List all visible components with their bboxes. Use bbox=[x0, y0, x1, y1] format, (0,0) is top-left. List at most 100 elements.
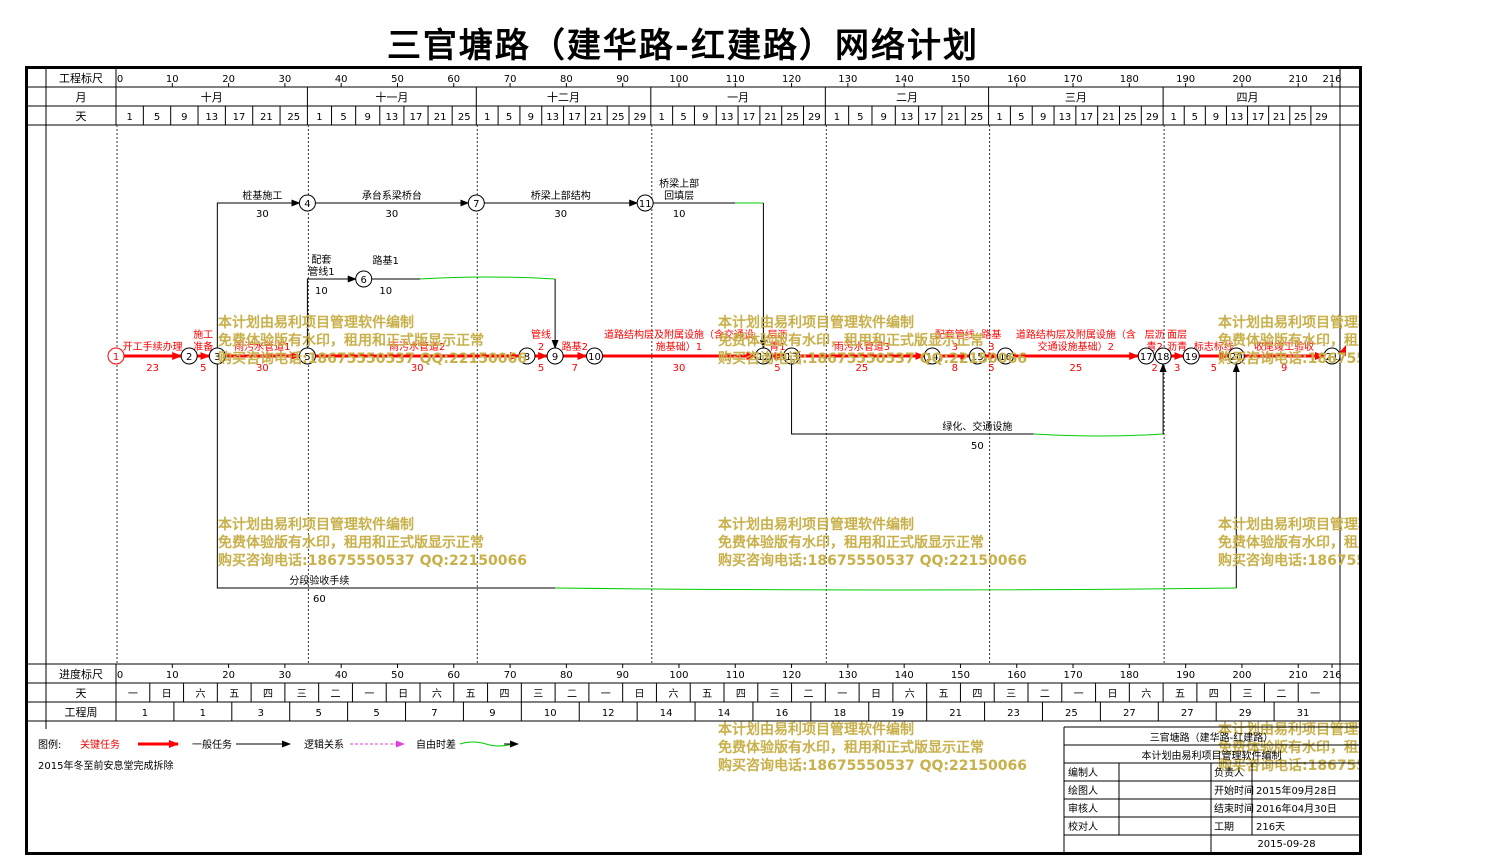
scale-tick-label: 20 bbox=[222, 74, 235, 85]
network-node bbox=[636, 194, 654, 212]
watermark-text: 本计划由易利项目管理软件编制 bbox=[1218, 314, 1359, 331]
week-cell: 1 bbox=[200, 708, 206, 719]
progress-scale-tick: 90 bbox=[616, 670, 629, 681]
progress-scale-tick: 110 bbox=[726, 670, 745, 681]
scale-tick-label: 130 bbox=[838, 74, 857, 85]
normal-task-arrow bbox=[216, 199, 301, 348]
critical-task-name: 标志标线 bbox=[1194, 340, 1234, 353]
weekday-cell: 一 bbox=[837, 689, 847, 700]
weekday-cell: 二 bbox=[331, 689, 341, 700]
network-node-label: 9 bbox=[552, 352, 558, 363]
info-key: 工期 bbox=[1214, 821, 1234, 833]
progress-scale-tick: 216 bbox=[1322, 670, 1341, 681]
progress-scale-tick: 100 bbox=[669, 670, 688, 681]
network-node bbox=[298, 347, 316, 365]
critical-task-name: 3 bbox=[952, 342, 958, 353]
critical-task-duration: 5 bbox=[774, 363, 780, 374]
day-tick-label: 17 bbox=[1252, 112, 1265, 123]
day-tick-label: 29 bbox=[1315, 112, 1328, 123]
week-cell: 29 bbox=[1239, 708, 1252, 719]
legend-float-line bbox=[459, 741, 513, 747]
day-tick-label: 1 bbox=[834, 112, 840, 123]
weekday-cell: 二 bbox=[1040, 689, 1050, 700]
critical-task-duration: 25 bbox=[1069, 363, 1082, 374]
network-node-label: 17 bbox=[1140, 352, 1153, 363]
day-tick-label: 17 bbox=[233, 112, 246, 123]
weekday-cell: 六 bbox=[195, 688, 205, 700]
progress-scale-tick: 190 bbox=[1176, 670, 1195, 681]
network-node bbox=[968, 347, 986, 365]
day-tick-label: 29 bbox=[634, 112, 647, 123]
critical-task-duration: 23 bbox=[146, 363, 159, 374]
day-tick-label: 5 bbox=[1192, 112, 1198, 123]
scale-tick-label: 216 bbox=[1322, 74, 1341, 85]
page-title: 三官塘路（建华路-红建路）网络计划 bbox=[386, 26, 980, 66]
weekday-cell: 日 bbox=[1107, 689, 1117, 700]
weekday-cell: 一 bbox=[1074, 689, 1084, 700]
weekday-cell: 一 bbox=[128, 689, 138, 700]
network-node bbox=[1154, 347, 1172, 365]
normal-task-duration: 10 bbox=[315, 286, 328, 297]
normal-task-arrow bbox=[216, 364, 556, 589]
weekday-cell: 日 bbox=[635, 689, 645, 700]
day-tick-label: 9 bbox=[365, 112, 371, 123]
critical-task-name: 施工 bbox=[193, 328, 213, 341]
month-label: 二月 bbox=[896, 91, 918, 104]
day-tick-label: 17 bbox=[410, 112, 423, 123]
scale-tick-label: 80 bbox=[560, 74, 573, 85]
critical-task-name: 收尾竣工验收 bbox=[1254, 340, 1314, 353]
normal-task-duration: 60 bbox=[313, 594, 326, 605]
day-tick-label: 17 bbox=[924, 112, 937, 123]
normal-task-name: 桥梁上部 bbox=[659, 177, 699, 190]
watermark-text: 购买咨询电话:18675550537 QQ:22150066 bbox=[718, 757, 1027, 774]
free-float-line bbox=[1033, 433, 1164, 437]
month-label: 三月 bbox=[1065, 91, 1087, 104]
network-node-label: 4 bbox=[304, 199, 310, 210]
weekday-cell: 三 bbox=[1006, 689, 1016, 700]
watermark-text: 本计划由易利项目管理软件编制 bbox=[718, 516, 914, 533]
day-tick-label: 5 bbox=[340, 112, 346, 123]
normal-task-name: 绿化、交通设施 bbox=[942, 420, 1012, 433]
network-node-label: 14 bbox=[926, 352, 939, 363]
day-tick-label: 9 bbox=[702, 112, 708, 123]
progress-scale-tick: 0 bbox=[117, 670, 123, 681]
network-node-label: 1 bbox=[113, 352, 119, 363]
watermark-text: 免费体验版有水印，租用和正式版显示正常 bbox=[218, 534, 484, 551]
weekday-cell: 五 bbox=[466, 689, 476, 700]
normal-task-name: 分段验收手续 bbox=[289, 574, 349, 587]
critical-task-duration: 30 bbox=[256, 363, 269, 374]
normal-task-name: 承台系梁桥台 bbox=[362, 189, 422, 202]
network-node-label: 8 bbox=[524, 352, 530, 363]
day-tick-label: 13 bbox=[546, 112, 559, 123]
watermark-text: 本计划由易利项目管理软件编制 bbox=[1218, 516, 1359, 533]
scale-tick-label: 170 bbox=[1063, 74, 1082, 85]
normal-task-name: 配套 bbox=[311, 253, 331, 266]
legend-float-label: 自由时差 bbox=[416, 738, 456, 751]
free-float-line bbox=[555, 587, 1237, 591]
watermark-text: 购买咨询电话:18675550537 QQ:22150066 bbox=[1218, 552, 1359, 569]
day-tick-label: 1 bbox=[484, 112, 490, 123]
critical-task-duration: 5 bbox=[200, 363, 206, 374]
network-node-label: 2 bbox=[186, 352, 192, 363]
network-node-label: 6 bbox=[361, 275, 367, 286]
info-key: 负责人 bbox=[1214, 766, 1244, 779]
critical-task-name: 3 bbox=[988, 342, 994, 353]
network-node bbox=[298, 194, 316, 212]
watermark-text: 本计划由易利项目管理软件编制 bbox=[718, 314, 914, 331]
day-tick-label: 13 bbox=[1059, 112, 1072, 123]
network-node bbox=[518, 347, 536, 365]
end-flag-icon bbox=[1339, 345, 1346, 356]
week-cell: 9 bbox=[489, 708, 495, 719]
day-tick-label: 25 bbox=[458, 112, 471, 123]
weekday-cell: 四 bbox=[1209, 689, 1219, 700]
day-tick-label: 21 bbox=[1273, 112, 1286, 123]
critical-task-duration: 30 bbox=[673, 363, 686, 374]
scale-tick-label: 120 bbox=[782, 74, 801, 85]
scale-tick-label: 150 bbox=[951, 74, 970, 85]
week-row-label: 工程周 bbox=[65, 706, 98, 719]
day-tick-label: 29 bbox=[808, 112, 821, 123]
critical-task-name: 管线 bbox=[531, 328, 551, 341]
week-cell: 5 bbox=[373, 708, 379, 719]
day-tick-label: 1 bbox=[659, 112, 665, 123]
